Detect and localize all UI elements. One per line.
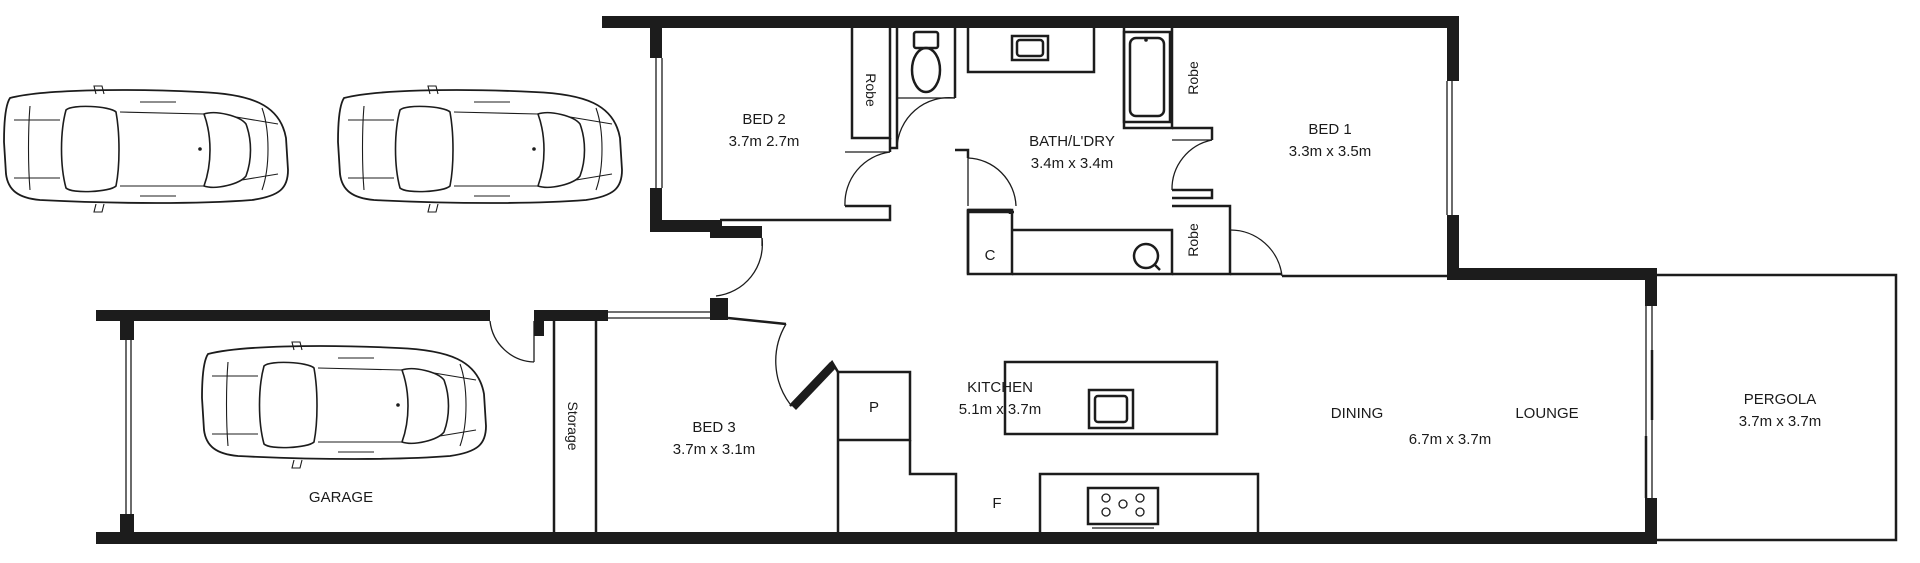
fridge-label: F [992,495,1001,512]
lounge-name: LOUNGE [1515,405,1578,422]
bed1-size: 3.3m x 3.5m [1289,143,1372,160]
bath-size: 3.4m x 3.4m [1031,155,1114,172]
robe-bed1-bottom-label: Robe [1185,223,1201,257]
car-icon-2 [337,85,623,213]
bath-name: BATH/L'DRY [1029,133,1115,150]
garage-name: GARAGE [309,489,373,506]
car-icon-garage [201,341,487,469]
kitchen-size: 5.1m x 3.7m [959,401,1042,418]
kitchen-sink-icon [1087,388,1135,430]
car-icon-1 [3,85,289,213]
robe-bed2-label: Robe [863,73,879,107]
kitchen-name: KITCHEN [967,379,1033,396]
toilet-icon [910,30,942,94]
dining-lounge-size: 6.7m x 3.7m [1409,431,1492,448]
bed1-name: BED 1 [1308,121,1351,138]
bed2-size: 3.7m 2.7m [729,133,800,150]
doors [489,97,1654,498]
cooktop-icon [1086,486,1160,529]
dining-name: DINING [1331,405,1384,422]
pergola-name: PERGOLA [1744,391,1817,408]
bed3-name: BED 3 [692,419,735,436]
sink-icon [1010,34,1050,62]
cupboard-label: C [985,247,996,264]
pergola-outline [1657,273,1898,542]
robe-bed1-top-label: Robe [1185,61,1201,95]
room-labels: BED 2 3.7m 2.7m BATH/L'DRY 3.4m x 3.4m B… [309,61,1821,512]
storage-label: Storage [565,401,581,450]
bed3-size: 3.7m x 3.1m [673,441,756,458]
pantry-label: P [869,399,879,416]
washing-machine-icon [1132,242,1161,271]
bed2-name: BED 2 [742,111,785,128]
pergola-size: 3.7m x 3.7m [1739,413,1822,430]
walls [96,16,1657,544]
bathtub-icon [1122,30,1172,124]
